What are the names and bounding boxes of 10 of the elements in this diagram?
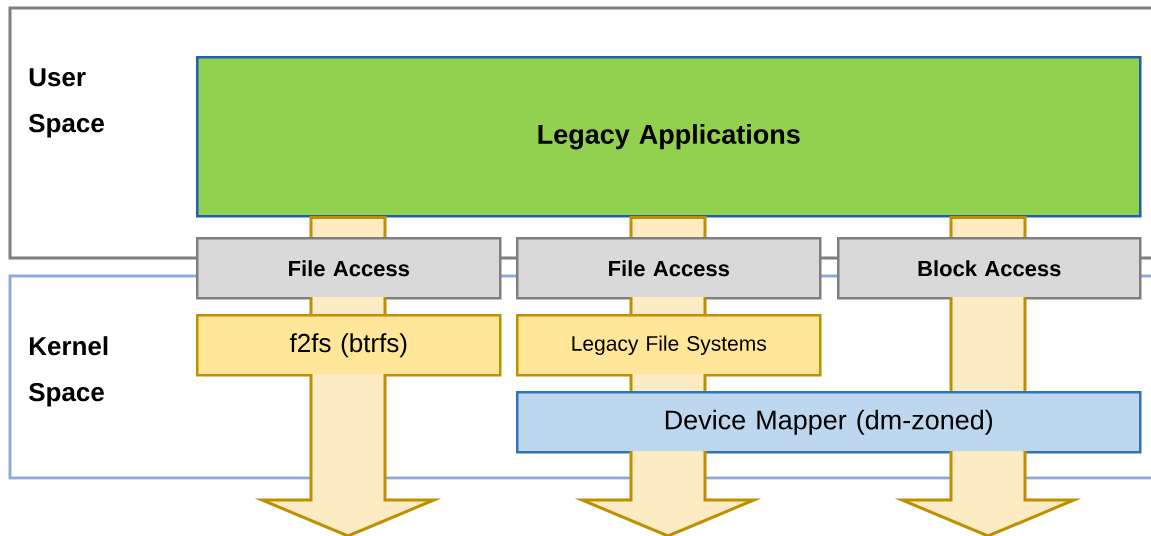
layer-box: Legacy Applications — [196, 56, 1142, 218]
block-arrow — [254, 216, 442, 536]
layer-box: Block Access — [837, 237, 1142, 300]
layer-box: f2fs (btrfs) — [196, 314, 502, 377]
block-arrow — [574, 216, 762, 536]
layer-box: Legacy File Systems — [516, 314, 822, 377]
layer-box: Device Mapper (dm-zoned) — [516, 391, 1142, 454]
layer-box: File Access — [516, 237, 822, 300]
block-arrow — [894, 216, 1082, 536]
layer-box: File Access — [196, 237, 502, 300]
